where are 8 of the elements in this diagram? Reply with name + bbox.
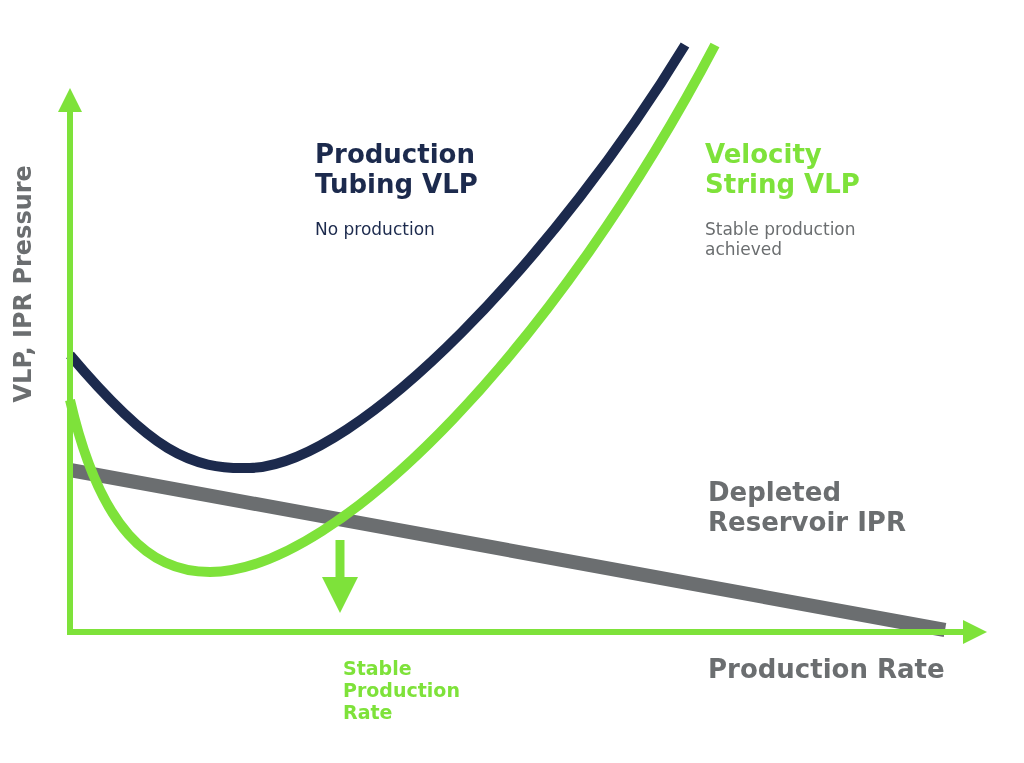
axis-label: VLP, IPR Pressure <box>9 165 38 403</box>
curve-note: No production <box>315 220 436 240</box>
rate-label: Stable Production Rate <box>343 658 461 724</box>
curve-label: Depleted Reservoir IPR <box>708 478 907 538</box>
curve-label: Production Tubing VLP <box>315 140 479 200</box>
curve-note: Stable production achieved <box>705 220 857 260</box>
axis-label: Production Rate <box>708 655 946 685</box>
curve-label: Velocity String VLP <box>705 140 861 200</box>
